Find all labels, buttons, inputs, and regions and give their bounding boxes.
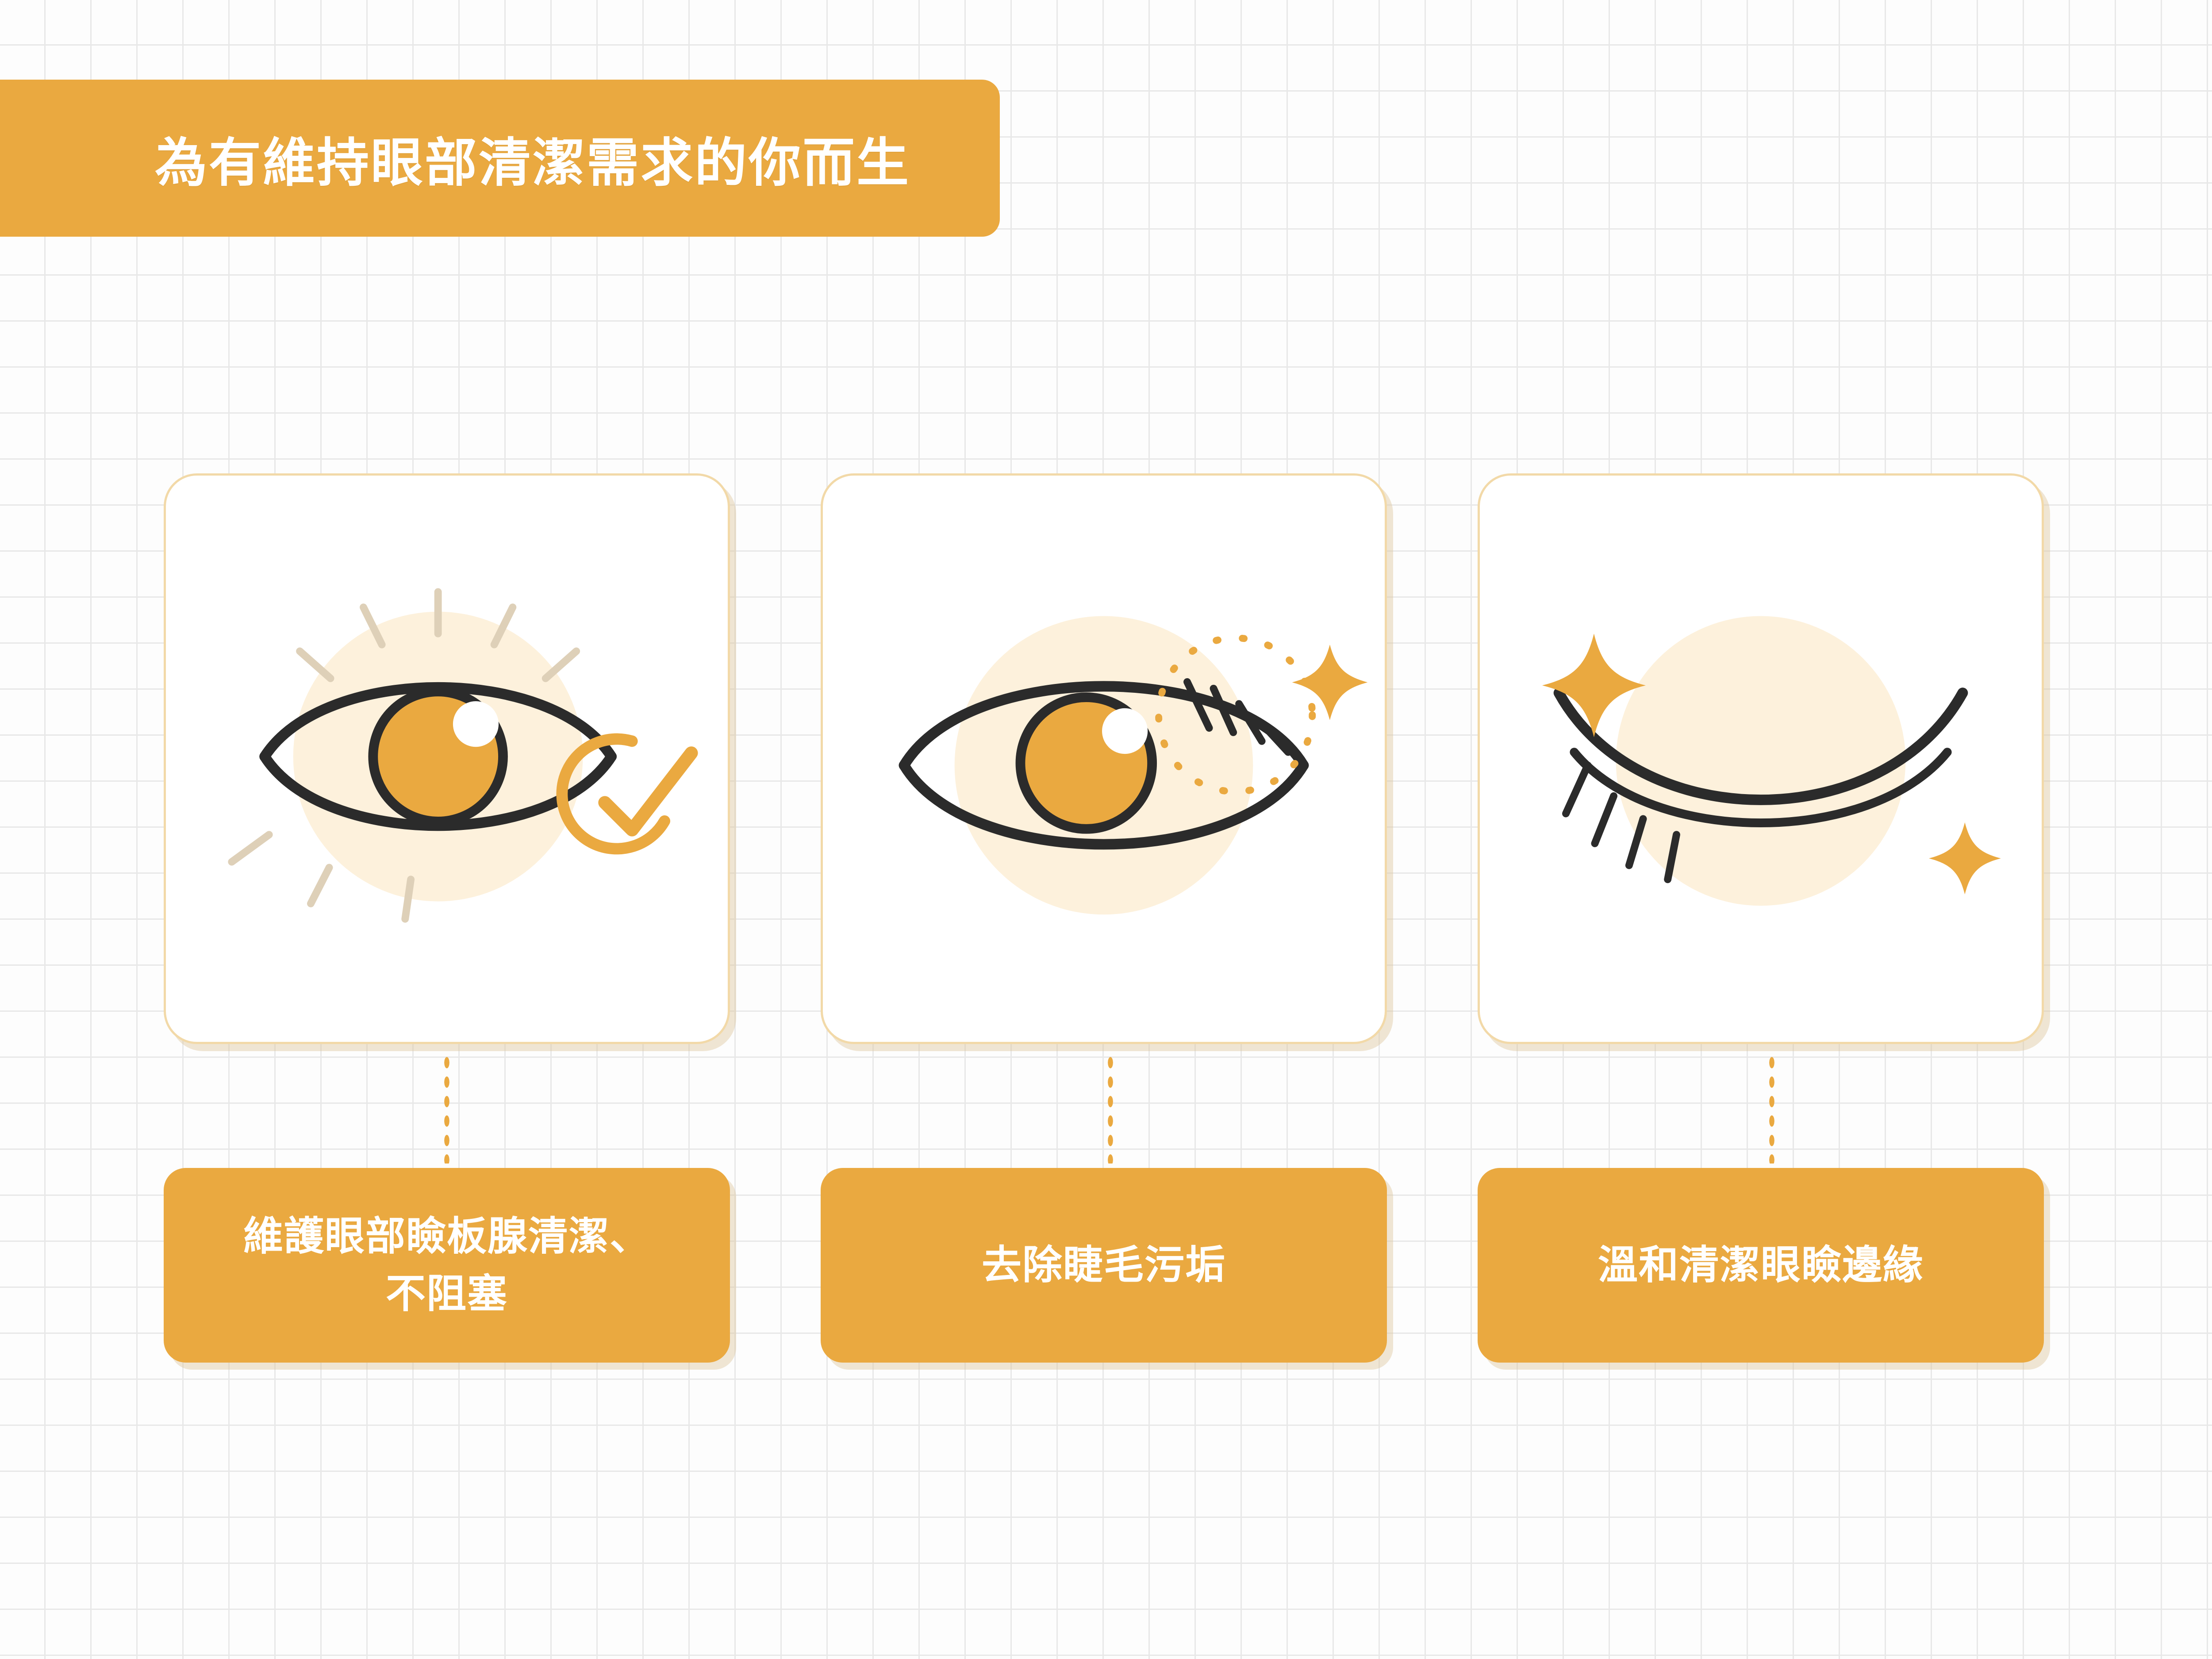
caption-text-2: 去除睫毛污垢 <box>982 1237 1226 1294</box>
feature-caption-2: 去除睫毛污垢 <box>821 1168 1387 1363</box>
caption-text-1: 維護眼部瞼板腺清潔、 不阻塞 <box>243 1208 650 1323</box>
page-title: 為有維持眼部清潔需求的你而生 <box>155 134 911 192</box>
closed-eye-sparkle-icon <box>1542 616 2001 906</box>
open-eye-with-check-icon <box>228 588 698 923</box>
connector-dotted-2 <box>1106 1053 1115 1164</box>
eye-with-lash-cleaning-icon <box>899 616 1368 915</box>
header-banner: 為有維持眼部清潔需求的你而生 <box>0 80 1000 237</box>
feature-caption-1: 維護眼部瞼板腺清潔、 不阻塞 <box>164 1168 730 1363</box>
caption-line: 維護眼部瞼板腺清潔、 <box>243 1214 650 1259</box>
feature-card-1 <box>164 473 730 1044</box>
feature-card-2 <box>821 473 1387 1044</box>
caption-line: 去除睫毛污垢 <box>982 1243 1226 1287</box>
connector-dotted-1 <box>442 1053 451 1164</box>
caption-line: 不阻塞 <box>386 1272 508 1316</box>
caption-text-3: 溫和清潔眼瞼邊緣 <box>1598 1237 1924 1294</box>
caption-line: 溫和清潔眼瞼邊緣 <box>1598 1243 1924 1287</box>
connector-dotted-3 <box>1767 1053 1776 1164</box>
feature-card-3 <box>1478 473 2044 1044</box>
feature-caption-3: 溫和清潔眼瞼邊緣 <box>1478 1168 2044 1363</box>
